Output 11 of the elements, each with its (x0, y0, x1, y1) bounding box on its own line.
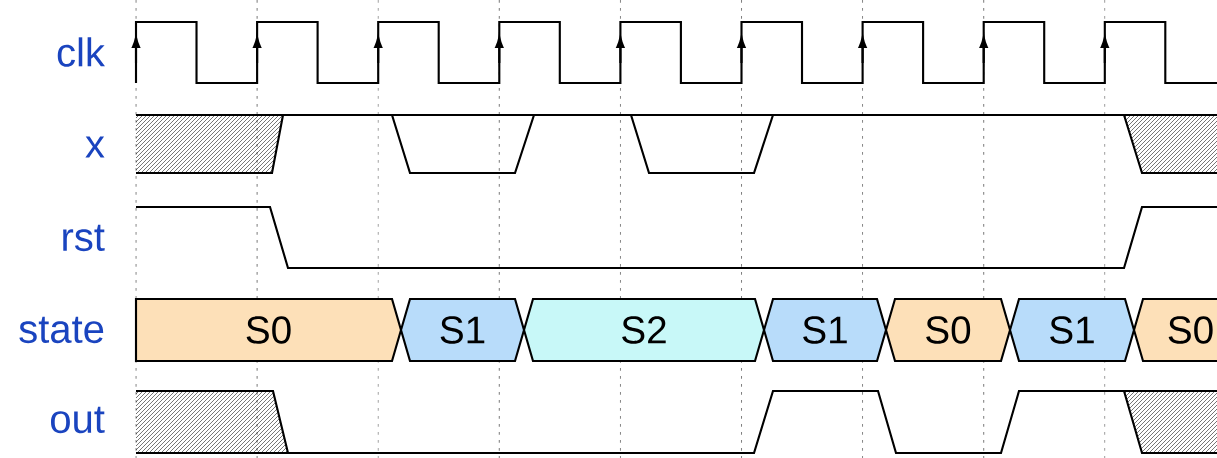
signal-label: out (51, 406, 105, 434)
state-segment: S1 (1008, 297, 1136, 363)
signal-label: rst (63, 224, 105, 252)
signal-label: clk (57, 37, 105, 67)
state-segment: S0 (134, 297, 403, 363)
state-segment: S0 (884, 297, 1012, 363)
state-segment: S0 (1132, 297, 1217, 363)
state-segment: S1 (762, 297, 888, 363)
signal-label: x (85, 136, 105, 158)
state-segment: S2 (522, 297, 766, 363)
state-segment: S1 (399, 297, 526, 363)
